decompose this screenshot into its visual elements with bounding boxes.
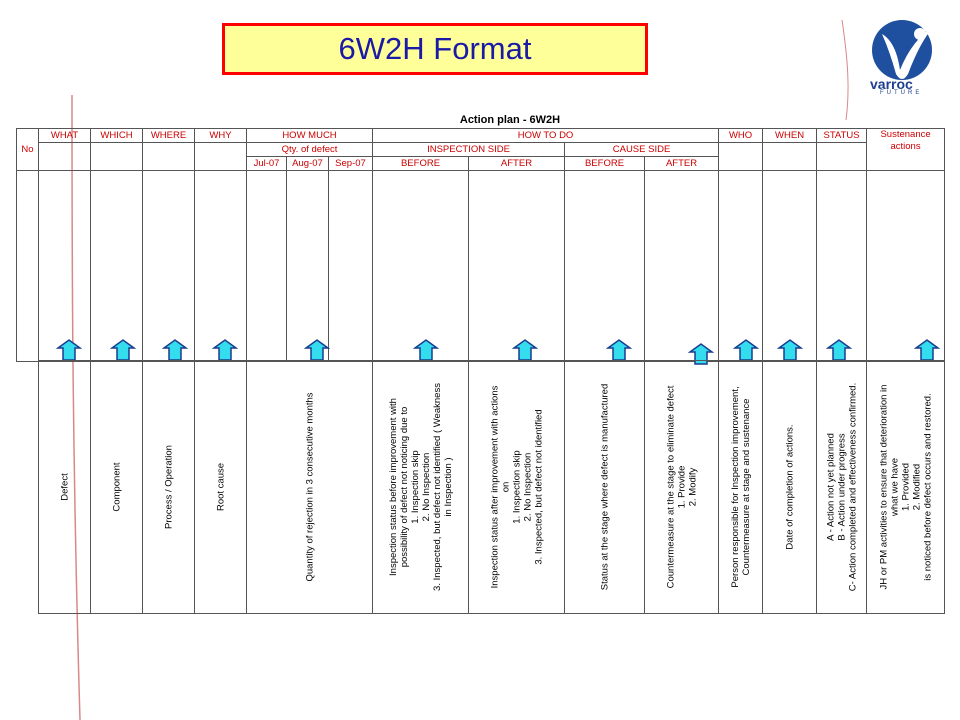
col-status: STATUS xyxy=(816,128,868,143)
up-arrow-icon xyxy=(305,339,329,361)
desc-text: Date of completion of actions. xyxy=(784,424,795,550)
desc-which: Component xyxy=(90,360,143,614)
desc-text: Quantity of rejection in 3 consecutive m… xyxy=(304,392,315,582)
desc-why: Root cause xyxy=(194,360,247,614)
col-when: WHEN xyxy=(762,128,818,143)
desc-text: Inspection status after improvement with… xyxy=(489,385,544,589)
desc-what: Defect xyxy=(38,360,91,614)
desc-who: Person responsible for Inspection improv… xyxy=(718,360,763,614)
month-aug: Aug-07 xyxy=(286,156,329,171)
col-who: WHO xyxy=(718,128,764,143)
up-arrow-icon xyxy=(734,339,758,361)
cause-before-header: BEFORE xyxy=(564,156,645,171)
desc-inspection-before: Inspection status before improvement wit… xyxy=(372,360,469,614)
desc-how-much: Quantity of rejection in 3 consecutive m… xyxy=(246,360,373,614)
up-arrow-icon xyxy=(778,339,802,361)
desc-status: A - Action not yet planned B - Action un… xyxy=(816,360,867,614)
logo-subtext: FUTURE xyxy=(880,90,923,96)
col-no: No xyxy=(16,128,39,171)
varroc-logo-icon xyxy=(872,20,934,80)
desc-sustenance: JH or PM activities to ensure that deter… xyxy=(866,360,945,614)
desc-text: Component xyxy=(111,462,122,512)
month-sep: Sep-07 xyxy=(328,156,373,171)
up-arrow-icon xyxy=(607,339,631,361)
col-how-to-do: HOW TO DO xyxy=(371,128,720,143)
desc-text: Inspection status before improvement wit… xyxy=(387,383,454,591)
col-sustenance: Sustenance actions xyxy=(866,128,946,171)
desc-text: Defect xyxy=(59,473,70,501)
col-where: WHERE xyxy=(142,128,195,143)
month-jul: Jul-07 xyxy=(246,156,287,171)
desc-text: JH or PM activities to ensure that deter… xyxy=(878,384,933,590)
desc-text: Root cause xyxy=(215,462,226,512)
desc-text: Status at the stage where defect is manu… xyxy=(599,383,610,591)
action-plan-title: Action plan - 6W2H xyxy=(459,114,561,126)
slide-title: 6W2H Format xyxy=(222,23,648,75)
desc-when: Date of completion of actions. xyxy=(762,360,817,614)
desc-text: Process / Operation xyxy=(163,445,174,529)
inspection-before-header: BEFORE xyxy=(372,156,469,171)
up-arrow-icon xyxy=(414,339,438,361)
qty-of-defect-header: Qty. of defect xyxy=(246,142,373,157)
up-arrow-icon xyxy=(213,339,237,361)
desc-text: A - Action not yet planned B - Action un… xyxy=(825,382,858,592)
logo-text: varroc xyxy=(870,76,913,92)
desc-where: Process / Operation xyxy=(142,360,195,614)
up-arrow-icon xyxy=(111,339,135,361)
desc-inspection-after: Inspection status after improvement with… xyxy=(468,360,565,614)
col-which: WHICH xyxy=(90,128,143,143)
action-plan-table: No WHAT WHICH WHERE WHY HOW MUCH HOW TO … xyxy=(16,128,946,362)
col-how-much: HOW MUCH xyxy=(246,128,373,143)
cause-after-header: AFTER xyxy=(643,156,720,171)
up-arrow-icon xyxy=(57,339,81,361)
col-what: WHAT xyxy=(38,128,91,143)
desc-cause-after: Countermeasure at the stage to eliminate… xyxy=(644,360,719,614)
desc-text: Countermeasure at the stage to eliminate… xyxy=(665,385,698,589)
col-why: WHY xyxy=(194,128,247,143)
desc-text: Person responsible for Inspection improv… xyxy=(729,386,752,588)
cause-side-header: CAUSE SIDE xyxy=(563,142,720,157)
up-arrow-icon xyxy=(163,339,187,361)
up-arrow-icon xyxy=(827,339,851,361)
up-arrow-icon xyxy=(513,339,537,361)
desc-cause-before: Status at the stage where defect is manu… xyxy=(564,360,645,614)
inspection-side-header: INSPECTION SIDE xyxy=(372,142,565,157)
inspection-after-header: AFTER xyxy=(468,156,565,171)
up-arrow-icon xyxy=(915,339,939,361)
table-row xyxy=(16,170,946,362)
description-table: Defect Component Process / Operation Roo… xyxy=(38,360,945,614)
